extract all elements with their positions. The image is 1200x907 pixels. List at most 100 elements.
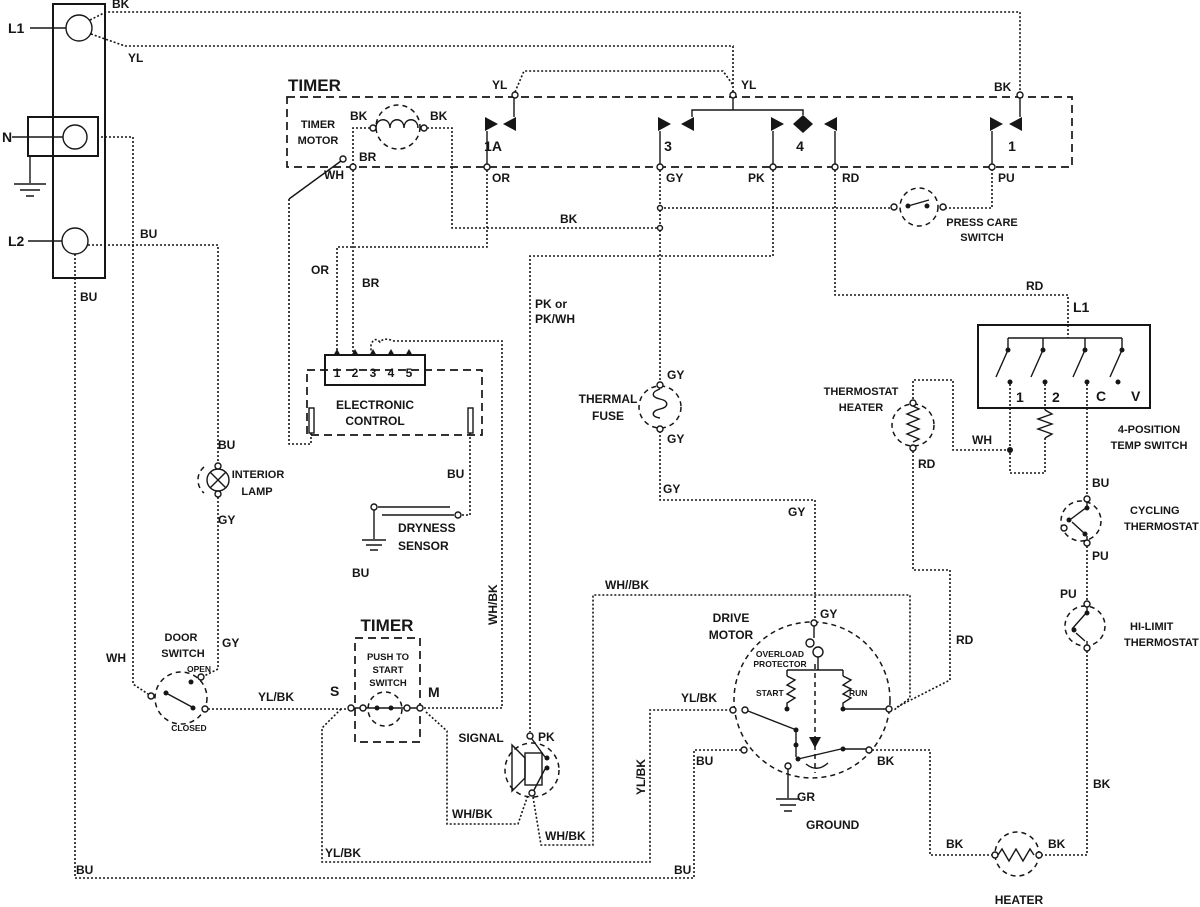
wire-label: YL/BK xyxy=(258,690,294,704)
wire-label: BU xyxy=(218,438,235,452)
contact-1-label: 1 xyxy=(1008,138,1016,154)
wire-label: BK xyxy=(1093,777,1111,791)
wire-label: RD xyxy=(956,633,974,647)
wire-label: RD xyxy=(918,457,936,471)
ec-pin-2: 2 xyxy=(352,366,359,380)
wire-label: BK xyxy=(877,754,895,768)
wire-label: BU xyxy=(80,290,97,304)
power-terminal-block: L1 N L2 xyxy=(2,3,106,279)
pts-label3: SWITCH xyxy=(369,678,407,689)
contact-4: 4 xyxy=(771,115,837,154)
pts-label: PUSH TO xyxy=(367,652,409,663)
wire-label: PK xyxy=(748,171,765,185)
press-care-label2: SWITCH xyxy=(960,232,1003,244)
terminal-l1-label: L1 xyxy=(8,20,25,36)
temp-switch-label2: TEMP SWITCH xyxy=(1111,440,1188,452)
temp-pos-1: 1 xyxy=(1016,389,1024,405)
door-switch-label2: SWITCH xyxy=(161,648,204,660)
wire-label: GY xyxy=(222,636,239,650)
wire-label: BK xyxy=(994,80,1012,94)
ec-label: ELECTRONIC xyxy=(336,398,414,412)
door-switch: DOOR SWITCH OPEN CLOSED xyxy=(147,632,211,733)
thermostat-heater: THERMOSTAT HEATER xyxy=(824,386,935,452)
wire-label: WH/BK xyxy=(545,829,586,843)
ec-pin-3: 3 xyxy=(370,366,377,380)
cycling-label: CYCLING xyxy=(1130,505,1180,517)
wire-label: YL/BK xyxy=(634,759,648,795)
wire-label: BK xyxy=(1048,837,1066,851)
wire-label: BK xyxy=(560,212,578,226)
wire-label: WH/BK xyxy=(452,807,493,821)
signal-buzzer: SIGNAL xyxy=(458,731,560,798)
wire-label: WH xyxy=(324,168,344,182)
heater-label: HEATER xyxy=(995,893,1044,907)
wire-label: RD xyxy=(842,171,860,185)
contact-3: 3 xyxy=(658,117,694,154)
wire-label: BK xyxy=(430,109,448,123)
wire-label: PU xyxy=(998,171,1015,185)
terminal-l2-label: L2 xyxy=(8,233,25,249)
wire-label: OR xyxy=(492,171,510,185)
wire-label: YL xyxy=(128,51,143,65)
door-closed-label: CLOSED xyxy=(171,723,206,733)
temp-pos-c: C xyxy=(1096,388,1106,404)
ec-pin-1: 1 xyxy=(334,366,341,380)
dryness-sensor: DRYNESS SENSOR xyxy=(362,503,462,553)
dryness-sensor-label2: SENSOR xyxy=(398,539,449,553)
ec-label2: CONTROL xyxy=(345,414,404,428)
wire-label: BU xyxy=(352,566,369,580)
start-winding-label: START xyxy=(756,688,785,698)
wire-label: RD xyxy=(1026,279,1044,293)
drive-motor-label2: MOTOR xyxy=(709,628,754,642)
wire-label: BR xyxy=(359,150,377,164)
wire-label: BU xyxy=(696,754,713,768)
wire-label: PK/WH xyxy=(535,312,575,326)
wire-label: BR xyxy=(362,276,380,290)
wire-label: BU xyxy=(76,863,93,877)
hilimit-label2: THERMOSTAT xyxy=(1124,637,1199,649)
timer2-title: TIMER xyxy=(361,616,414,635)
overload-label2: PROTECTOR xyxy=(753,659,806,669)
contact-3-label: 3 xyxy=(664,138,672,154)
thermostat-heater-label2: HEATER xyxy=(839,402,883,414)
wire-label: GY xyxy=(663,482,680,496)
wire-label: BU xyxy=(674,863,691,877)
electronic-control: 1 2 3 4 5 ELECTRONIC CONTROL xyxy=(306,349,483,436)
signal-label: SIGNAL xyxy=(458,731,503,745)
interior-lamp-label: INTERIOR xyxy=(232,469,285,481)
door-switch-label: DOOR xyxy=(165,632,198,644)
contact-4-label: 4 xyxy=(796,138,804,154)
ec-pin-4: 4 xyxy=(388,366,395,380)
terminal-m-label: M xyxy=(428,684,440,700)
wire-label: GY xyxy=(667,368,684,382)
pts-label2: START xyxy=(373,665,404,676)
timer-motor-label2: MOTOR xyxy=(298,135,339,147)
ec-pin-5: 5 xyxy=(406,366,413,380)
run-winding-label: RUN xyxy=(849,688,867,698)
wire-label: GY xyxy=(667,432,684,446)
timer-title: TIMER xyxy=(288,76,341,95)
temp-switch-feed: L1 xyxy=(1073,299,1090,315)
drive-motor: DRIVE MOTOR OVERLOAD PROTECTOR START RUN xyxy=(709,611,893,832)
temp-pos-v: V xyxy=(1131,388,1141,404)
wire-label: OR xyxy=(311,263,329,277)
wire-label: YL xyxy=(741,78,756,92)
wire-label: BU xyxy=(447,467,464,481)
wire-label: GY xyxy=(788,505,805,519)
heater: HEATER xyxy=(991,831,1044,907)
dryness-sensor-label: DRYNESS xyxy=(398,521,456,535)
timer-assembly: TIMER TIMER MOTOR 1A xyxy=(286,76,1073,232)
wire-label: BK xyxy=(350,109,368,123)
temp-switch: 1 2 C V L1 4-POSITION TEMP SWITCH xyxy=(977,299,1188,453)
cycling-label2: THERMOSTAT xyxy=(1124,521,1199,533)
push-to-start-switch: TIMER PUSH TO START SWITCH S M xyxy=(330,616,440,743)
wire-label: WH xyxy=(106,651,126,665)
interior-lamp: INTERIOR LAMP xyxy=(197,462,285,498)
terminal-s-label: S xyxy=(330,683,339,699)
hilimit-label: HI-LIMIT xyxy=(1130,621,1174,633)
wire-label: PK or xyxy=(535,297,567,311)
thermal-fuse-label: THERMAL xyxy=(579,392,638,406)
door-open-label: OPEN xyxy=(187,664,211,674)
thermal-fuse: THERMAL FUSE xyxy=(579,381,682,433)
